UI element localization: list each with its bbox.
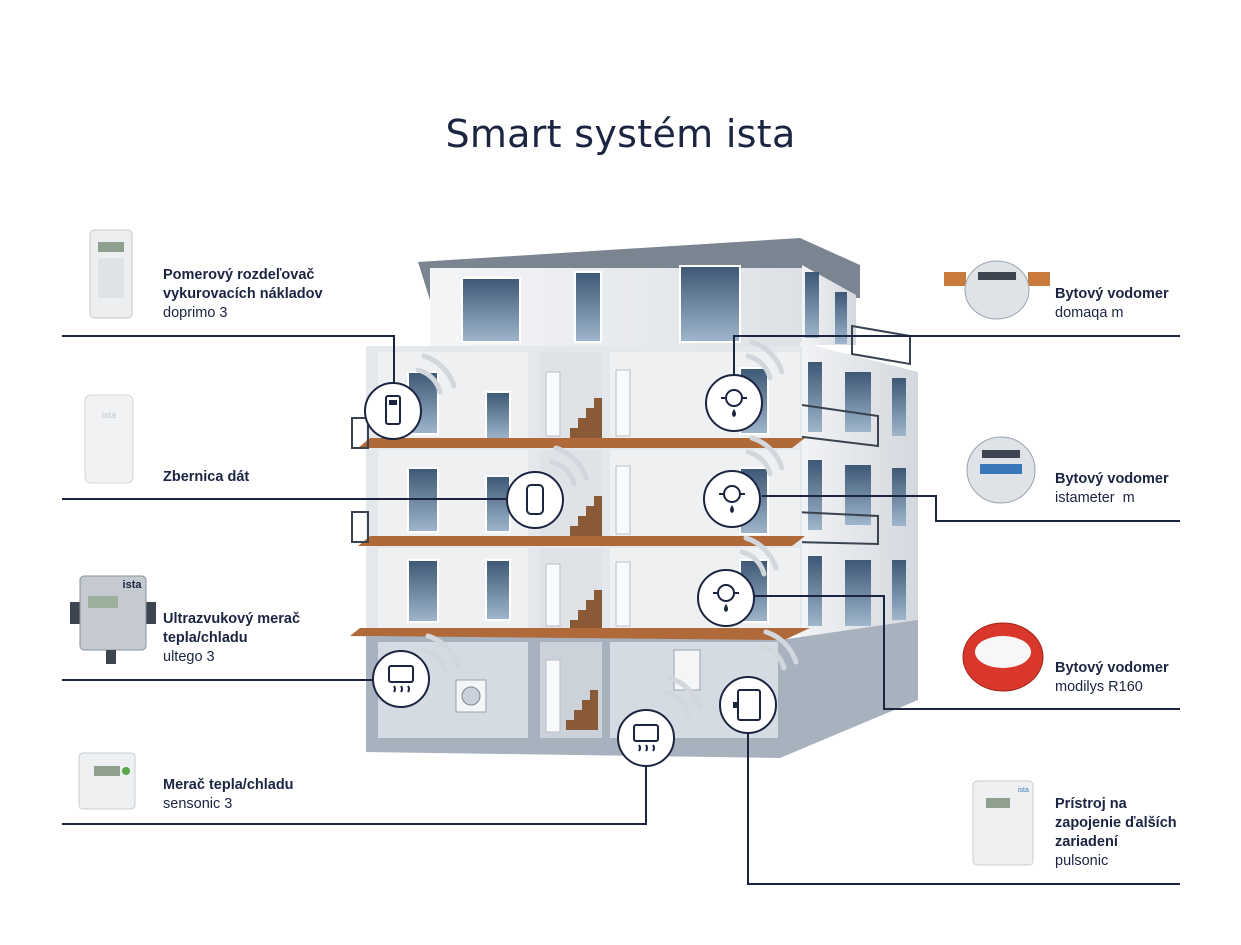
device-model: pulsonic [1055,853,1109,869]
device-name: Bytový vodomer [1055,286,1169,302]
device-model: domaqa m [1055,305,1124,321]
heat-meter-icon [617,709,675,767]
device-brand-logo: ista [102,410,116,420]
label-sensonic: Merač tepla/chladu sensonic 3 [163,776,294,814]
doprimo-device-image [88,228,134,320]
device-name: Prístroj na zapojenie ďalších zariadení [1055,796,1177,850]
device-name: Pomerový rozdeľovač vykurovacích náklado… [163,267,323,302]
label-data-collector: Zbernica dát [163,468,249,487]
wireless-signal-icon [415,339,799,717]
device-model: doprimo 3 [163,305,228,321]
penthouse [418,238,860,348]
device-name: Ultrazvukový merač tepla/chladu [163,611,301,646]
device-name: Merač tepla/chladu [163,777,294,793]
istameter-device-image [966,432,1036,504]
label-istameter: Bytový vodomer istameter m [1055,470,1169,508]
label-doprimo: Pomerový rozdeľovač vykurovacích náklado… [163,266,343,323]
label-modilys: Bytový vodomer modilys R160 [1055,659,1169,697]
ultego-device-image: ista [70,572,156,668]
page-title: Smart systém ista [445,112,796,156]
heat-allocator-icon [364,382,422,440]
label-ultego: Ultrazvukový merač tepla/chladu ultego 3 [163,610,313,667]
device-model: istameter m [1055,490,1135,506]
pulsonic-device-image: ista [972,780,1034,866]
device-name: Bytový vodomer [1055,660,1169,676]
device-name: Bytový vodomer [1055,471,1169,487]
domaqa-device-image [944,258,1050,320]
pulse-adapter-icon [719,676,777,734]
label-pulsonic: Prístroj na zapojenie ďalších zariadení … [1055,795,1185,871]
device-brand-logo: ista [123,579,143,591]
water-meter-icon [705,374,763,432]
label-domaqa: Bytový vodomer domaqa m [1055,285,1169,323]
device-model: sensonic 3 [163,796,233,812]
modilys-device-image [962,622,1044,692]
connector-lines [62,335,1180,885]
water-meter-icon [697,569,755,627]
device-model: ultego 3 [163,649,215,665]
sensonic-device-image [78,752,136,810]
heat-meter-icon [372,650,430,708]
data-collector-device-image: ista [84,394,134,484]
data-collector-icon [506,471,564,529]
device-brand-logo: ista [1018,787,1029,794]
water-meter-icon [703,470,761,528]
device-model: modilys R160 [1055,679,1143,695]
device-name: Zbernica dát [163,469,250,485]
